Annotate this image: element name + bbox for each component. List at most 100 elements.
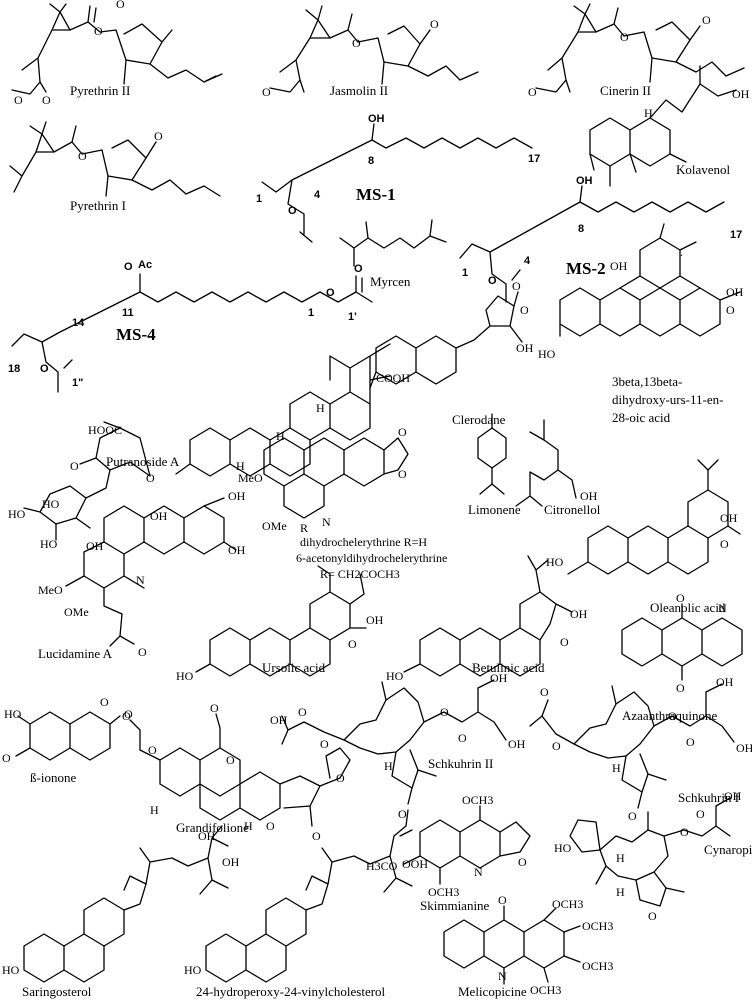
atom-n: N [474,865,483,879]
atom-n: N [498,969,507,983]
atom-o: O [518,855,527,869]
label-melicopicine: Melicopicine [458,984,527,999]
structure-ursolic-acid: OH O HO Ursolic acid [176,565,384,683]
atom-o: O [702,13,711,27]
atom-o: O [488,275,497,287]
label-ms-2: MS-2 [566,259,606,278]
atom-o: O [686,735,695,749]
atom-oh: OH [228,543,246,557]
atom-o: O [2,751,11,765]
locant-17: 17 [528,153,540,165]
atom-o: O [430,17,439,31]
atom-oh: OH [270,713,288,727]
locant-8: 8 [578,223,584,235]
structure-schkuhrin-ii: O O O OH OH O O OH H Schkuhrin II [270,671,526,821]
structure-pyrethrin-ii: O O O O Pyrethrin II [11,0,223,107]
structure-clerodane: O O OH Clerodane [369,279,534,427]
atom-ho: HO [184,963,202,977]
atom-ho: HO [538,347,556,361]
atom-och3: OCH3 [530,983,561,997]
label-oleanolic-acid: Oleanolic acid [650,600,726,615]
atom-o: O [648,909,657,923]
label-betulinic-acid: Betulinic acid [472,660,545,675]
structure-beta-ionone: HO O O O ß-ionone [2,695,131,785]
locant-18: 18 [8,363,20,375]
atom-o: O [560,635,569,649]
atom-o: O [398,807,407,821]
atom-o: O [354,263,363,275]
atom-ho: HO [554,841,572,855]
atom-oh: OH [716,675,734,689]
structure-dihydroxy-ursenoic-acid: OH OH O HO . 3beta,13beta- dihydroxy-urs… [538,223,744,425]
atom-och3: OCH3 [462,793,493,807]
locant-1: 1 [308,307,314,319]
label-ursolic-acid: Ursolic acid [262,660,326,675]
atom-meo: MeO [38,583,63,597]
atom-ho: HO [4,707,22,721]
label-kolavenol: Kolavenol [676,162,731,177]
atom-n: N [136,573,145,587]
atom-hooc: HOOC [88,423,122,437]
structure-melicopicine: O N OCH3 OCH3 OCH3 OCH3 Melicopicine [443,893,613,999]
atom-o: O [262,85,271,99]
atom-ho: HO [40,537,58,551]
atom-och3: OCH3 [428,885,459,899]
atom-o: O [210,701,219,715]
locant-1: 1 [256,193,262,205]
label-limonene: Limonene [468,502,521,517]
structure-24-hydroperoxy-24-vinylcholesterol: OOH HO 24-hydroperoxy-24-vinylcholestero… [184,809,428,999]
atom-oh: OH [222,855,240,869]
label-skimmianine: Skimmianine [420,898,490,913]
atom-ho: HO [386,669,404,683]
atom-o: O [70,459,79,473]
structure-azaanthraquinone: O O N Azaanthraquinone [621,591,743,723]
locant-8: 8 [368,155,374,167]
locant-11: 11 [122,307,134,319]
atom-o: O [94,24,103,38]
atom-o: O [628,809,637,823]
atom-o: O [676,681,685,695]
atom-ac: Ac [138,259,152,271]
atom-o: O [124,261,133,273]
atom-h: H [612,761,621,775]
atom-ho: HO [546,555,564,569]
atom-o: O [298,705,307,719]
atom-o: O [726,303,735,317]
atom-oh: OH [724,789,742,803]
label-ms-1: MS-1 [356,185,396,204]
atom-h: H [616,851,625,865]
atom-ome: OMe [64,605,89,619]
label-3beta-13beta: 3beta,13beta- [612,374,682,389]
atom-o: O [498,893,507,907]
structure-kolavenol: OH H Kolavenol [589,65,750,187]
atom-o: O [676,591,685,605]
atom-o: O [326,287,335,299]
label-6-acetonyldihydrochelerythrine: 6-acetonyldihydrochelerythrine [296,551,447,565]
label-dihydrochelerythrine: dihydrochelerythrine R=H [300,535,427,549]
atom-oh: OH [516,341,534,355]
atom-o: O [540,685,549,699]
structure-saringosterol: OH HO Saringosterol [2,825,240,999]
label-dihydroxy-urs-11-en: dihydroxy-urs-11-en- [612,392,723,407]
atom-o: O [620,30,629,44]
label-beta-ionone: ß-ionone [30,770,76,785]
label-azaanthraquinone: Azaanthraquinone [622,708,718,723]
atom-meo: MeO [238,471,263,485]
locant-1-prime: 1' [348,311,357,323]
atom-oh: OH [150,509,168,523]
atom-och3: OCH3 [582,919,613,933]
atom-o: O [154,129,163,143]
structure-grandifolione: O O O O O O O OH H H Grandifolione [124,701,351,843]
locant-1-double-prime: 1" [72,377,83,389]
label-clerodane: Clerodane [452,412,506,427]
atom-oh: OH [610,259,628,273]
atom-och3: OCH3 [552,897,583,911]
atom-o: O [288,205,297,217]
atom-ho: HO [8,507,26,521]
structure-putranoside-a: O HOOC HO HO HO OH OH O COOH H H H Putra… [8,343,410,553]
atom-oh: OH [720,511,738,525]
atom-oh: OH [570,607,588,621]
atom-o: O [40,363,49,375]
atom-oh: OH [368,113,385,125]
